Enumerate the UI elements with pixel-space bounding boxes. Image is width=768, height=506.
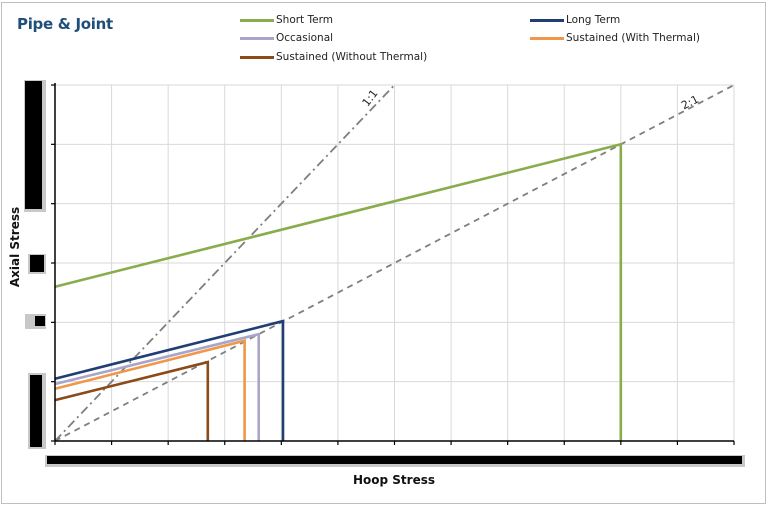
legend-item-long-term: Long Term xyxy=(530,14,620,26)
legend-item-short-term: Short Term xyxy=(240,14,333,26)
legend-swatch-short-term xyxy=(240,18,274,22)
chart-title: Pipe & Joint xyxy=(17,15,113,33)
reference-label-2-to-1: 2:1 xyxy=(679,93,701,113)
legend-swatch-sustained-with-thermal xyxy=(530,36,564,40)
y-tick-labels-redacted-bottom-mask xyxy=(30,375,42,447)
data-series xyxy=(54,142,623,441)
y-tick-label-redacted-2-mask xyxy=(35,316,45,326)
x-axis-title: Hoop Stress xyxy=(352,473,436,487)
series-occasional xyxy=(54,332,261,441)
legend-label: Sustained (With Thermal) xyxy=(566,32,700,44)
legend-label: Short Term xyxy=(276,14,333,26)
reference-line-1-to-1 xyxy=(54,84,396,442)
y-tick-labels-redacted-top-mask xyxy=(25,81,42,209)
reference-line-labels: 1:1 2:1 xyxy=(360,87,701,112)
y-tick-label-redacted-mid-mask xyxy=(30,255,44,272)
legend-item-sustained-without-thermal: Sustained (Without Thermal) xyxy=(240,51,427,63)
legend-swatch-sustained-without-thermal xyxy=(240,55,274,59)
legend-item-sustained-with-thermal: Sustained (With Thermal) xyxy=(530,32,700,44)
legend-label: Long Term xyxy=(566,14,621,26)
y-axis-title: Axial Stress xyxy=(8,206,22,288)
legend-label: Sustained (Without Thermal) xyxy=(276,51,428,63)
legend-item-occasional: Occasional xyxy=(240,32,333,44)
series-short-term xyxy=(54,142,623,441)
legend-swatch-occasional xyxy=(240,36,274,40)
legend-swatch-long-term xyxy=(530,18,564,22)
series-long-term xyxy=(54,319,285,441)
legend-label: Occasional xyxy=(276,32,334,44)
x-tick-labels-redacted-mask xyxy=(47,456,742,464)
series-sustained-without-thermal xyxy=(54,360,210,441)
series-sustained-with-thermal xyxy=(54,339,246,441)
reference-label-1-to-1: 1:1 xyxy=(360,87,381,109)
axes xyxy=(51,83,735,445)
